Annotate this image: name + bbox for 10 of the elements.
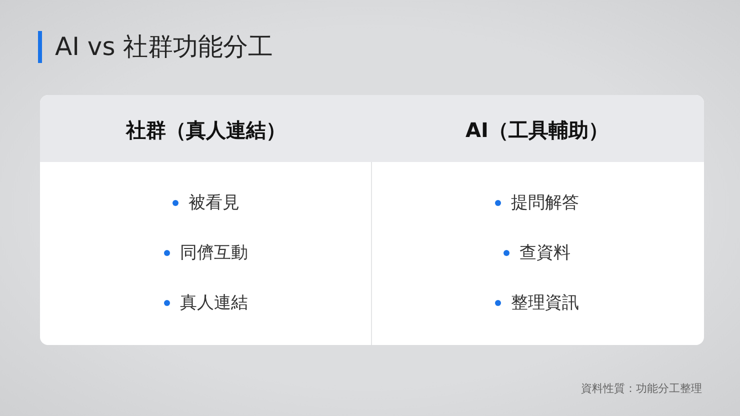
list-item: 查資料 bbox=[504, 241, 570, 264]
column-header: AI（工具輔助） bbox=[466, 117, 608, 144]
list-item: 同儕互動 bbox=[164, 241, 248, 264]
title: AI vs 社群功能分工 bbox=[55, 31, 274, 63]
list-item: 提問解答 bbox=[495, 191, 579, 214]
list-item: 被看見 bbox=[172, 191, 240, 214]
column-header: 社群（真人連結） bbox=[126, 117, 286, 144]
list-item: 整理資訊 bbox=[495, 291, 579, 314]
list-item: 真人連結 bbox=[164, 291, 248, 314]
caption: 資料性質：功能分工整理 bbox=[581, 381, 702, 396]
